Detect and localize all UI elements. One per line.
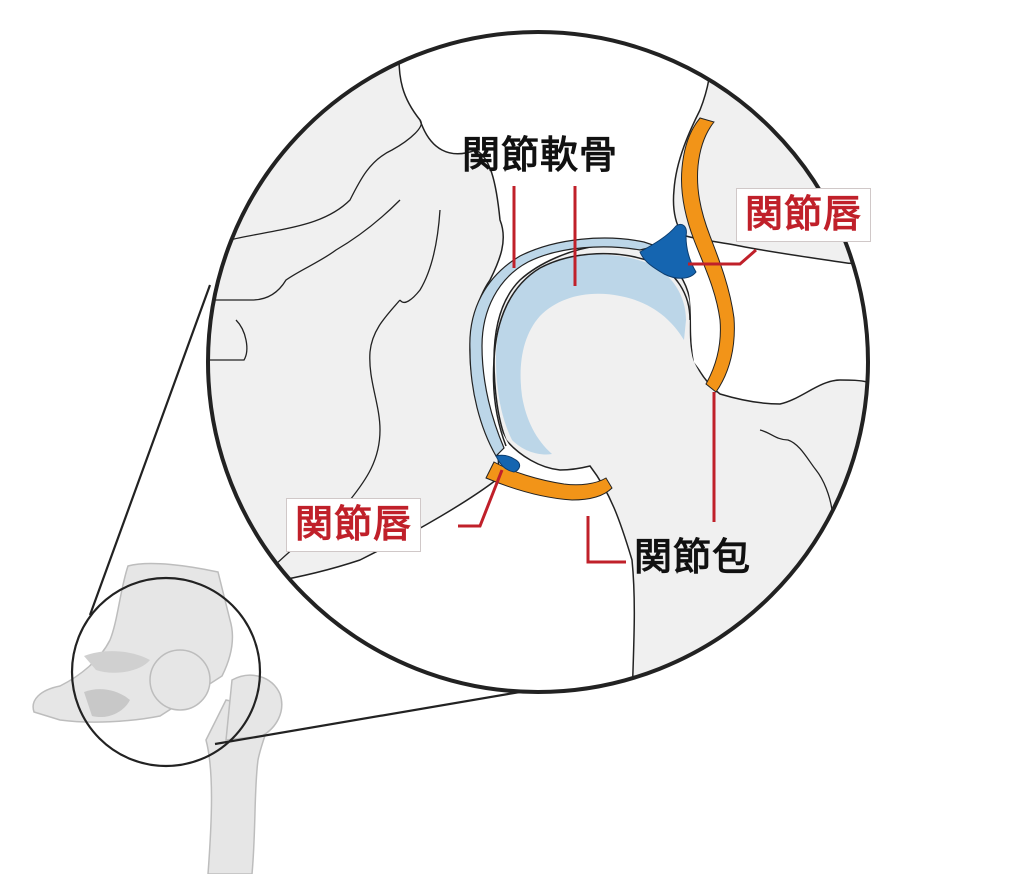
trochanter-contour — [759, 429, 833, 511]
joint-capsule-lower — [485, 461, 613, 501]
pelvis-contour-1 — [208, 119, 422, 251]
overview-femoral-head — [149, 649, 211, 711]
pelvis-contour-5 — [399, 209, 441, 304]
femoral-head-cartilage — [496, 254, 686, 455]
pelvis-contour-3 — [208, 319, 248, 361]
magnified-circle-border — [206, 30, 870, 694]
capsule-leader-corner — [586, 516, 626, 564]
overview-socket-shadow — [84, 689, 130, 718]
labrum-lower — [495, 454, 521, 473]
overview-pelvis-femur — [32, 562, 283, 874]
magnifier-connector-upper — [88, 284, 212, 616]
magnifier-connector-lower — [214, 690, 521, 746]
label-joint-capsule: 関節包 — [634, 535, 752, 579]
overview-obturator-shadow — [84, 651, 150, 673]
overview-magnifier-circle — [70, 576, 262, 768]
pelvis-contour-2 — [208, 199, 401, 301]
labrum-upper — [639, 223, 697, 279]
label-articular-cartilage: 関節軟骨 — [462, 133, 619, 177]
labrum-upper-leader — [688, 248, 757, 266]
joint-capsule-right — [681, 117, 735, 393]
acetabular-cartilage — [469, 237, 659, 457]
labrum-lower-leader — [458, 469, 504, 528]
label-labrum-upper: 関節唇 — [736, 188, 872, 242]
label-labrum-lower: 関節唇 — [286, 498, 422, 552]
